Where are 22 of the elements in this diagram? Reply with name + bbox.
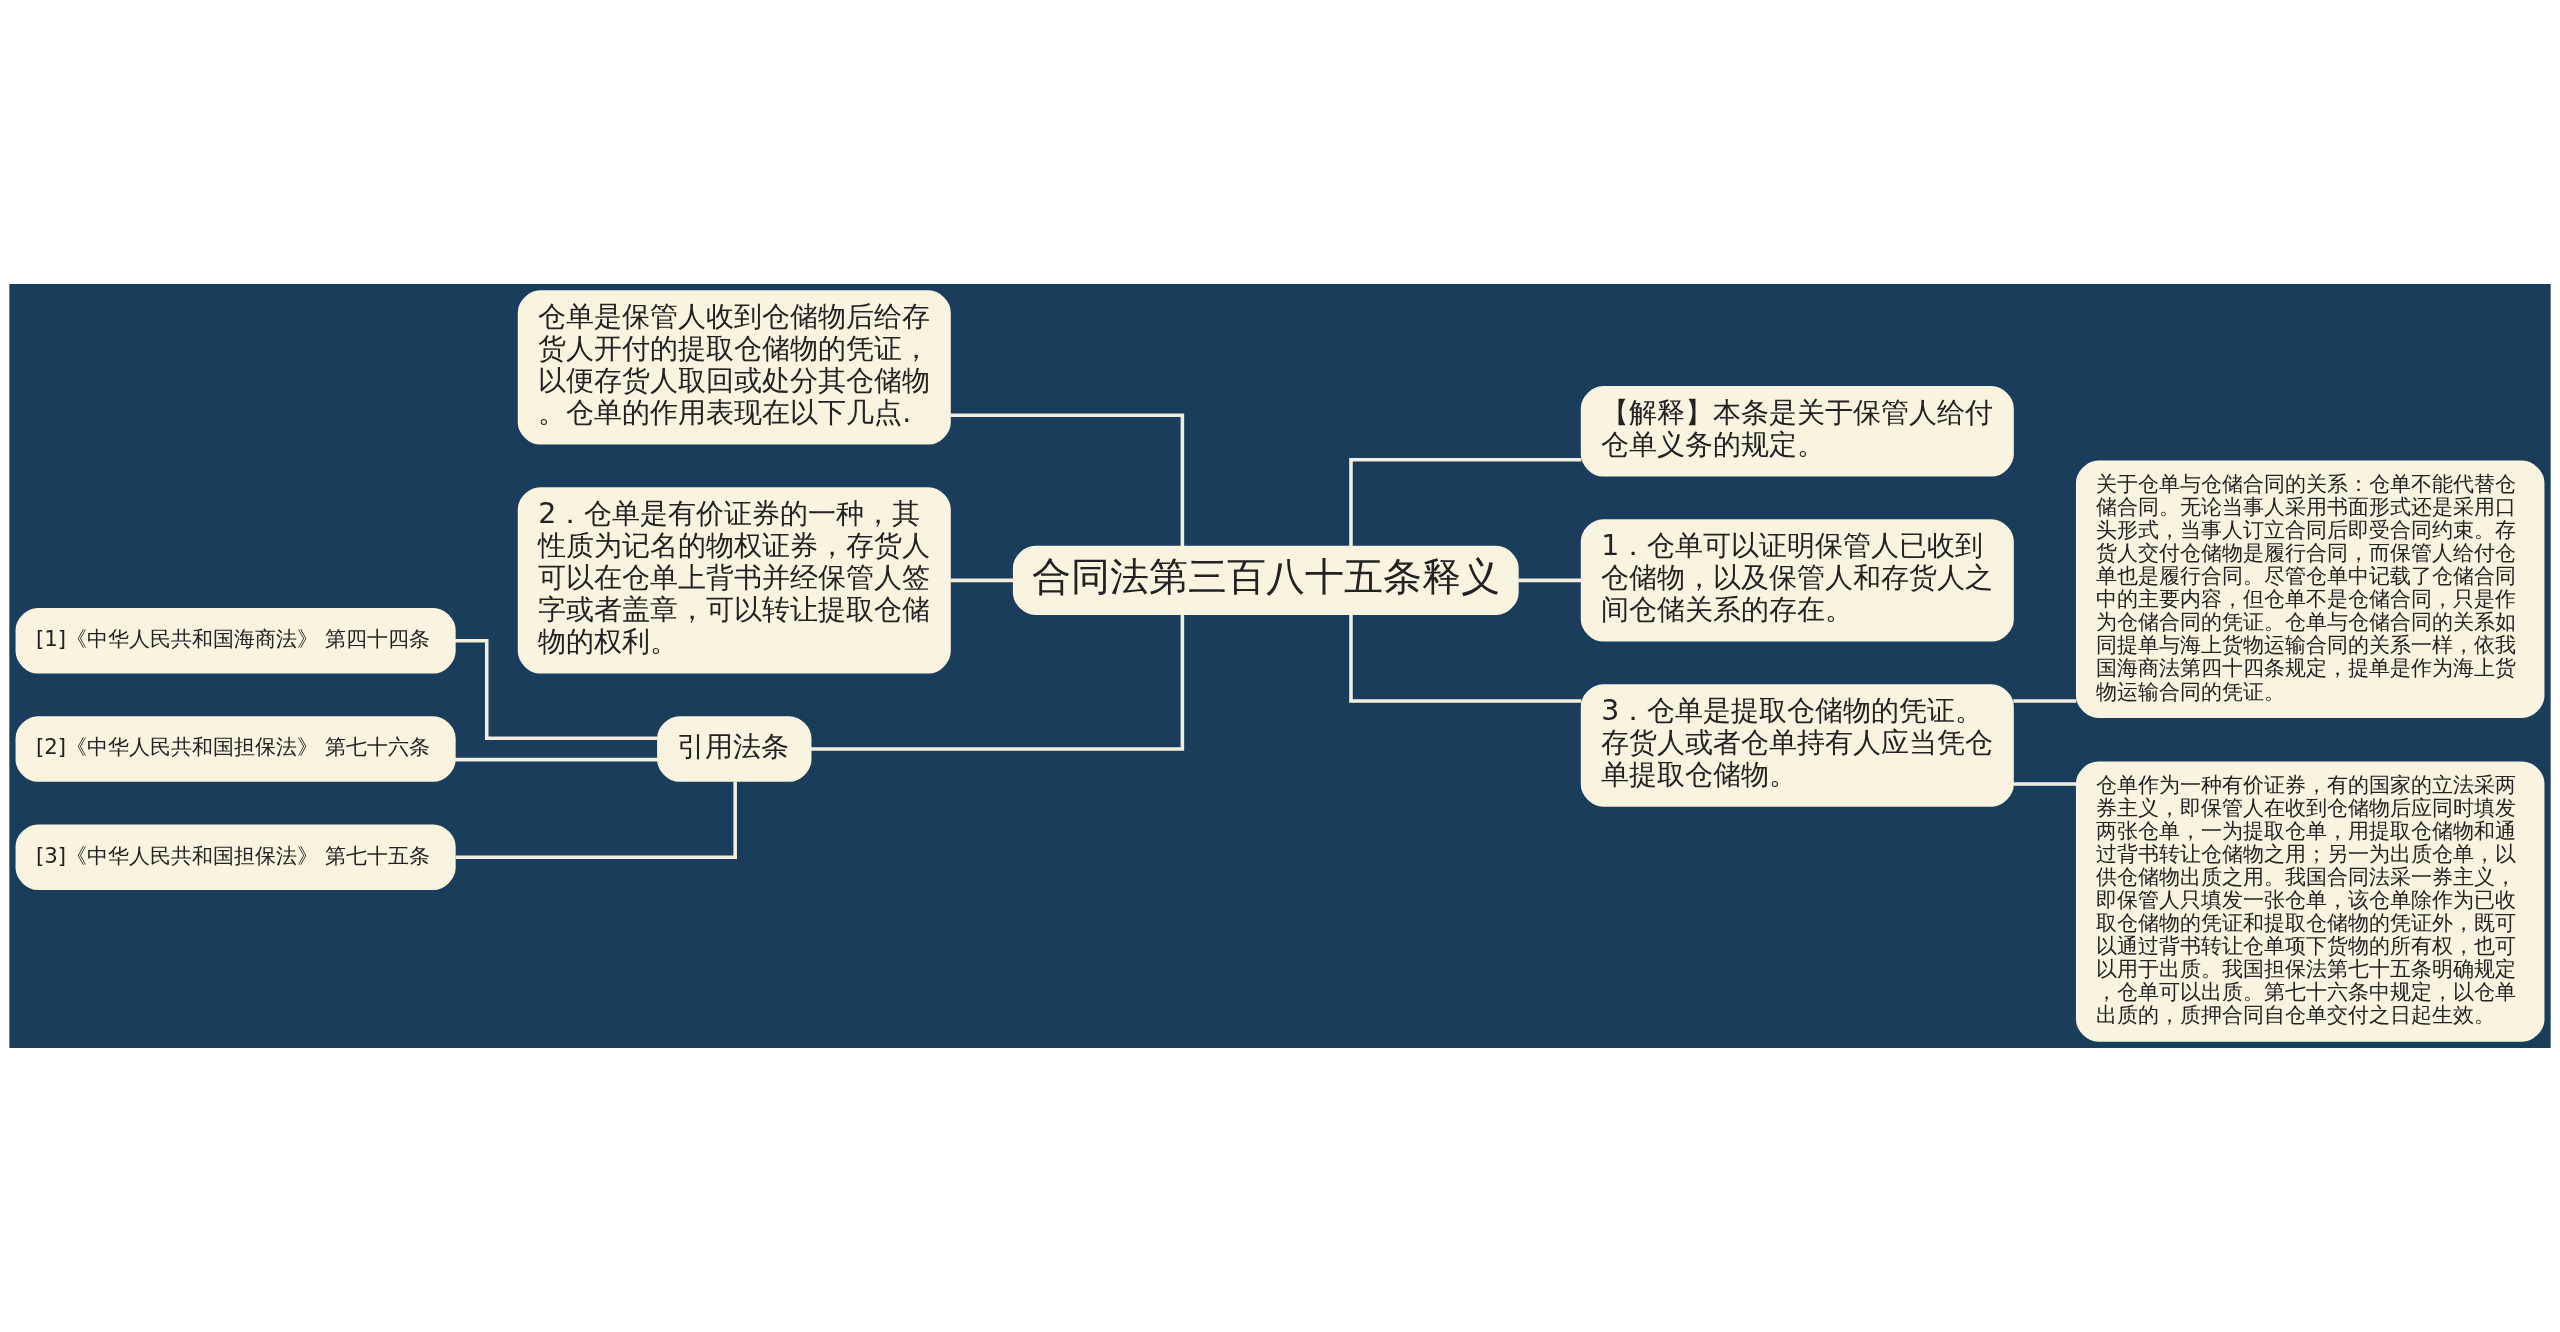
node-box: [1]《中华人民共和国海商法》 第四十四条 [15,607,456,674]
connector [950,413,1185,547]
node-box: [2]《中华人民共和国担保法》 第七十六条 [15,716,456,782]
node-box: 1．仓单可以证明保管人已收到仓储物，以及保管人和存货人之间仓储关系的存在。 [1580,519,2014,642]
connector [2013,699,2077,703]
node-box: 合同法第三百八十五条释义 [1012,545,1519,615]
connector [1349,614,1582,703]
connector [1349,457,1582,547]
connector [1518,578,1582,583]
node-box: 【解释】本条是关于保管人给付仓单义务的规定。 [1580,386,2014,477]
connector [810,614,1185,751]
node-box: 仓单是保管人收到仓储物后给存货人开付的提取仓储物的凭证，以便存货人取回或处分其仓储物。仓单的作用表现在以下几点. [517,290,951,445]
node-box: 关于仓单与仓储合同的关系：仓单不能代替仓储合同。无论当事人采用书面形式还是采用口头形式，当事人订立合同后即受合同约束。存货人交付仓储物是履行合同，而保管人给付仓单也是履行合同。尽管仓单中记载了仓储合同中的主要内容，但仓单不是仓储合同，只是作为仓储合同的凭证。仓单与仓储合同的关系如同提单与海上货物运输合同的关系一样，依我国海商法第四十四条规定，提单是作为海上货物运输合同的凭证。 [2075,460,2545,718]
node-box: 引用法条 [657,716,812,782]
connector [2013,782,2077,786]
connector [950,578,1014,583]
node-box: 2．仓单是有价证券的一种，其性质为记名的物权证券，存货人可以在仓单上背书并经保管人签字或者盖章，可以转让提取仓储物的权利。 [517,487,951,674]
node-box: [3]《中华人民共和国担保法》 第七十五条 [15,824,456,891]
connector [455,757,658,762]
node-box: 仓单作为一种有价证券，有的国家的立法采两券主义，即保管人在收到仓储物后应同时填发两张仓单，一为提取仓单，用提取仓储物和通过背书转让仓储物之用；另一为出质仓单，以供仓储物出质之用。我国合同法采一券主义，即保管人只填发一张仓单，该仓单除作为已收取仓储物的凭证和提取仓储物的凭证外，既可以通过背书转让仓单项下货物的所有权，也可以用于出质。我国担保法第七十五条明确规定，仓单可以出质。第七十六条中规定，以仓单出质的，质押合同自仓单交付之日起生效。 [2075,761,2545,1042]
node-box: 3．仓单是提取仓储物的凭证。存货人或者仓单持有人应当凭仓单提取仓储物。 [1580,684,2014,807]
connector [455,781,737,859]
